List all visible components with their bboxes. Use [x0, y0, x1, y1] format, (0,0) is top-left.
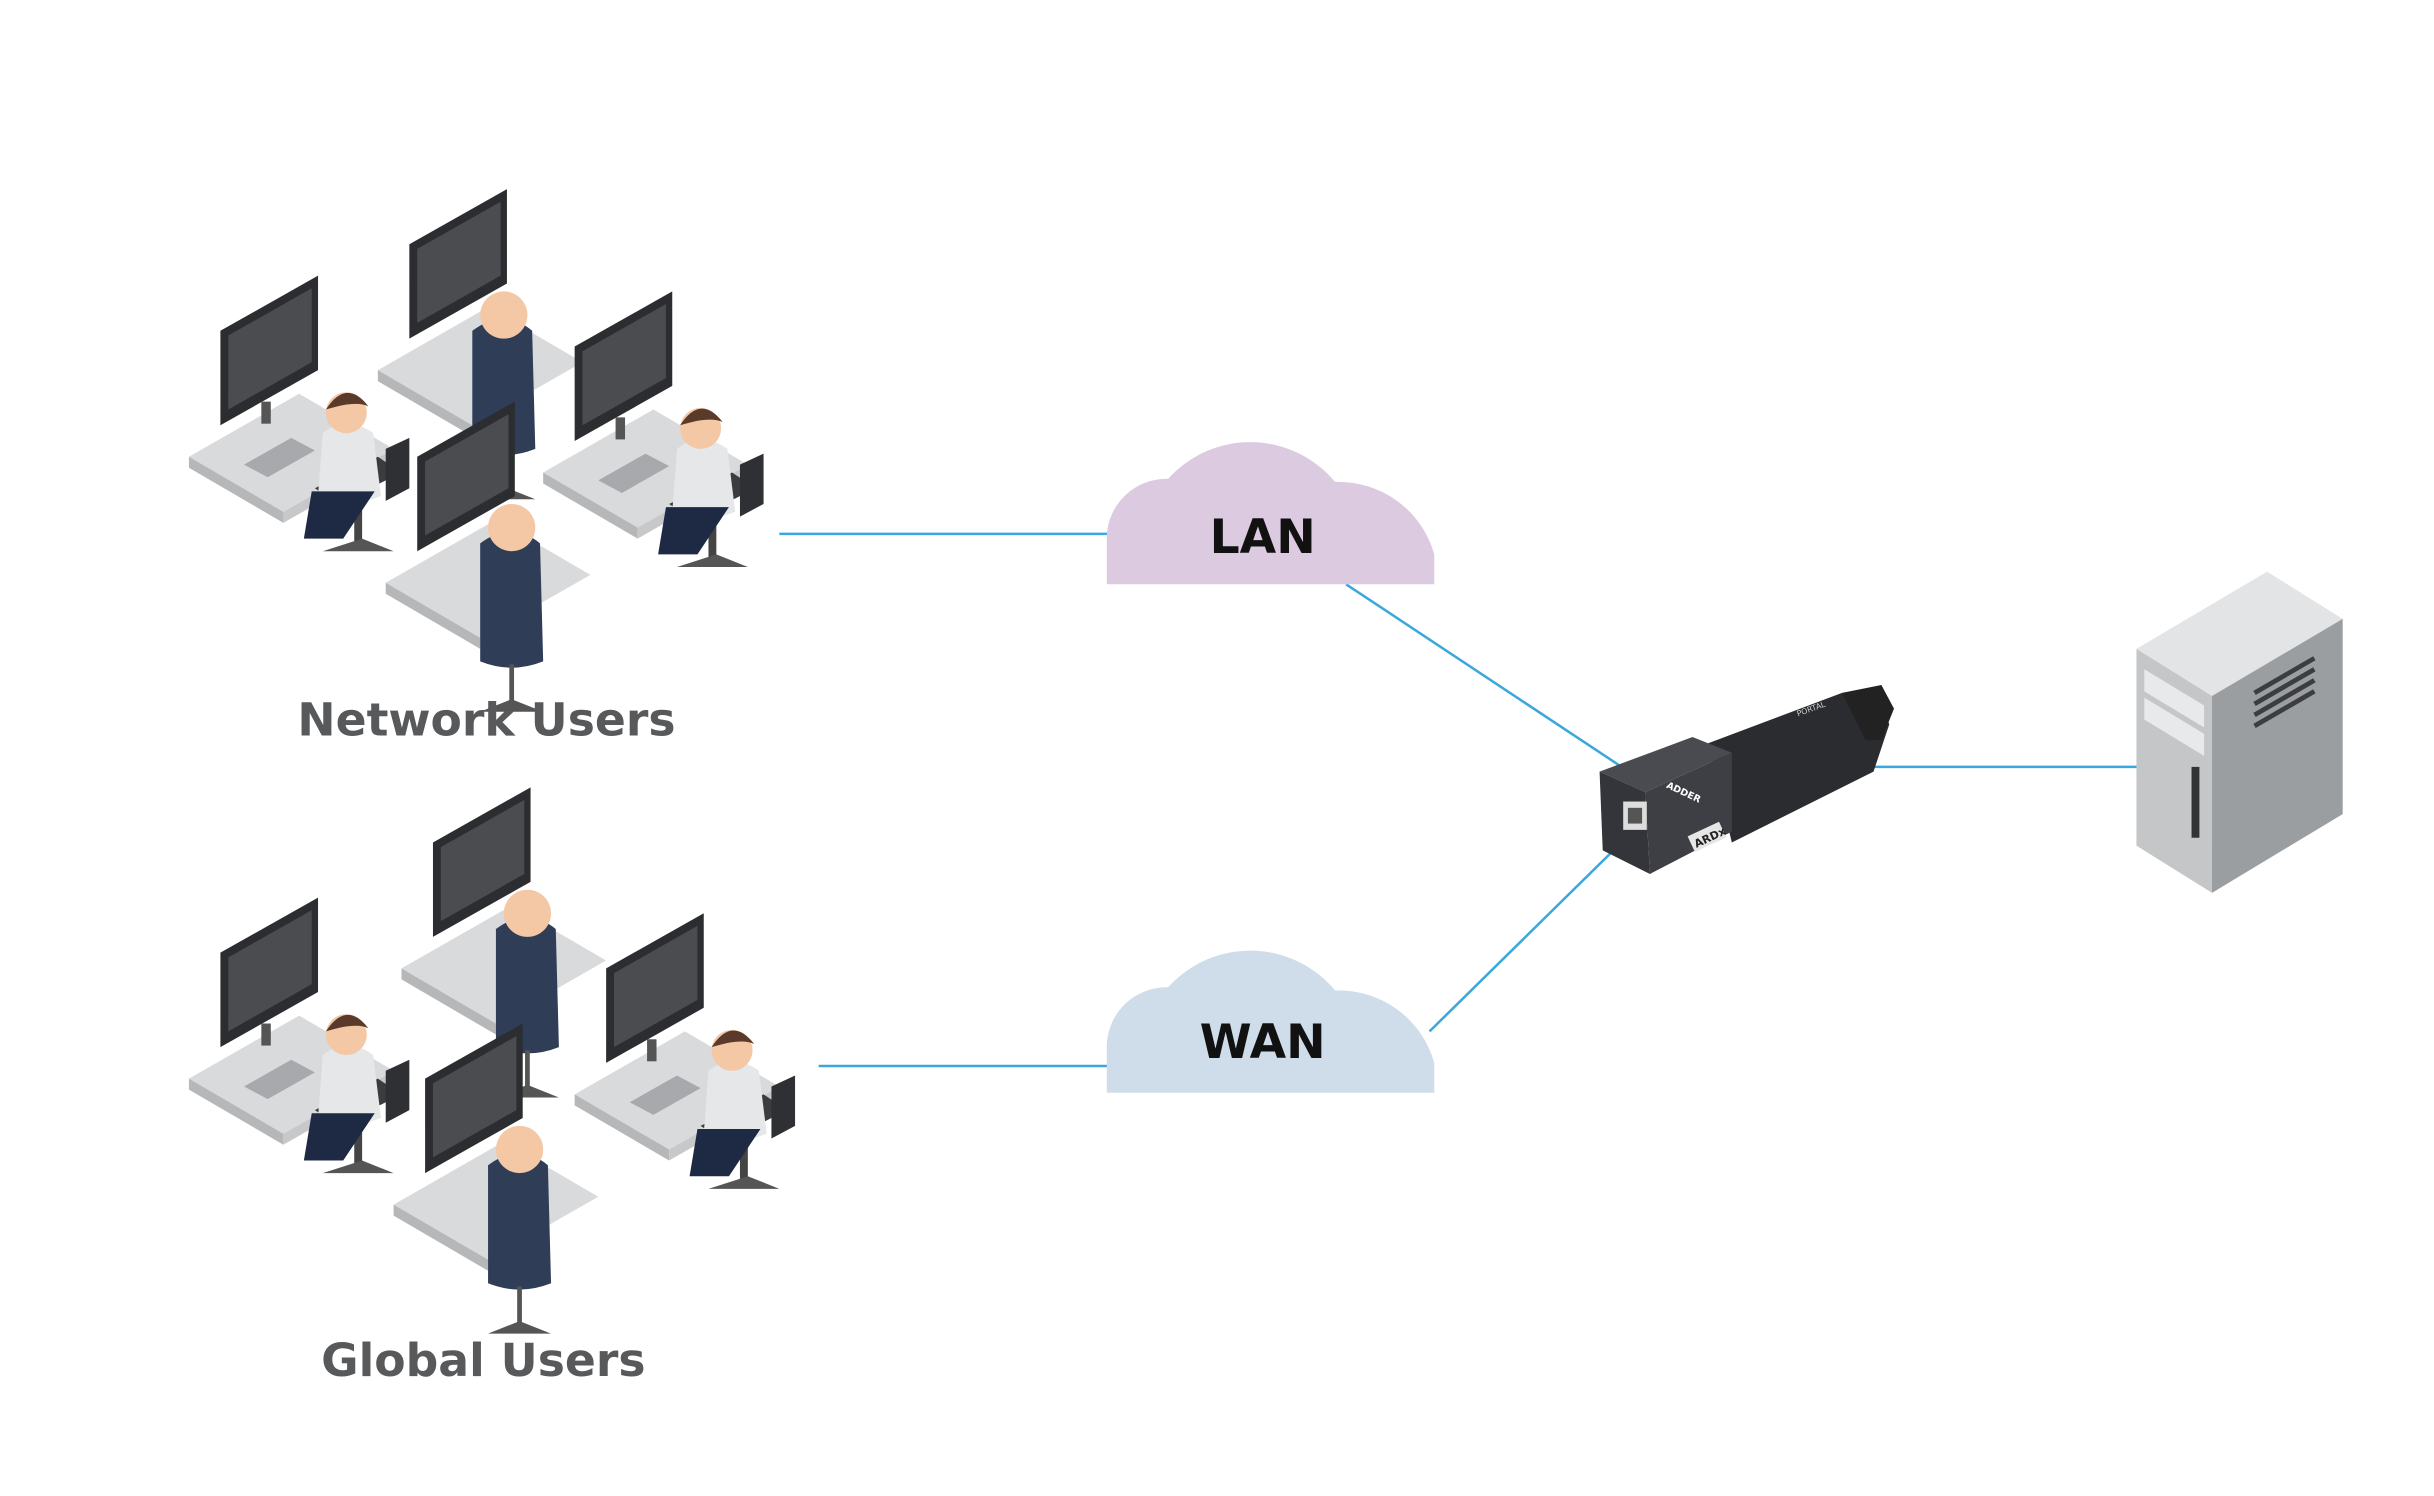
- global-users-label: Global Users: [321, 1334, 645, 1387]
- adder-ardx-device: ADDER ARDx PORTAL: [1599, 685, 1894, 874]
- global-users-workstations: [188, 787, 796, 1333]
- link-wan-device: [1428, 833, 1631, 1033]
- wan-label: WAN: [1200, 1015, 1326, 1070]
- wan-cloud: WAN: [1106, 950, 1435, 1093]
- network-users-label: Network Users: [297, 693, 675, 746]
- network-users-workstations: [188, 189, 764, 712]
- links: [779, 532, 2139, 1068]
- link-lan-device: [1345, 583, 1623, 768]
- lan-label: LAN: [1210, 510, 1316, 565]
- server-tower-icon: [2136, 571, 2343, 893]
- lan-cloud: LAN: [1106, 442, 1435, 585]
